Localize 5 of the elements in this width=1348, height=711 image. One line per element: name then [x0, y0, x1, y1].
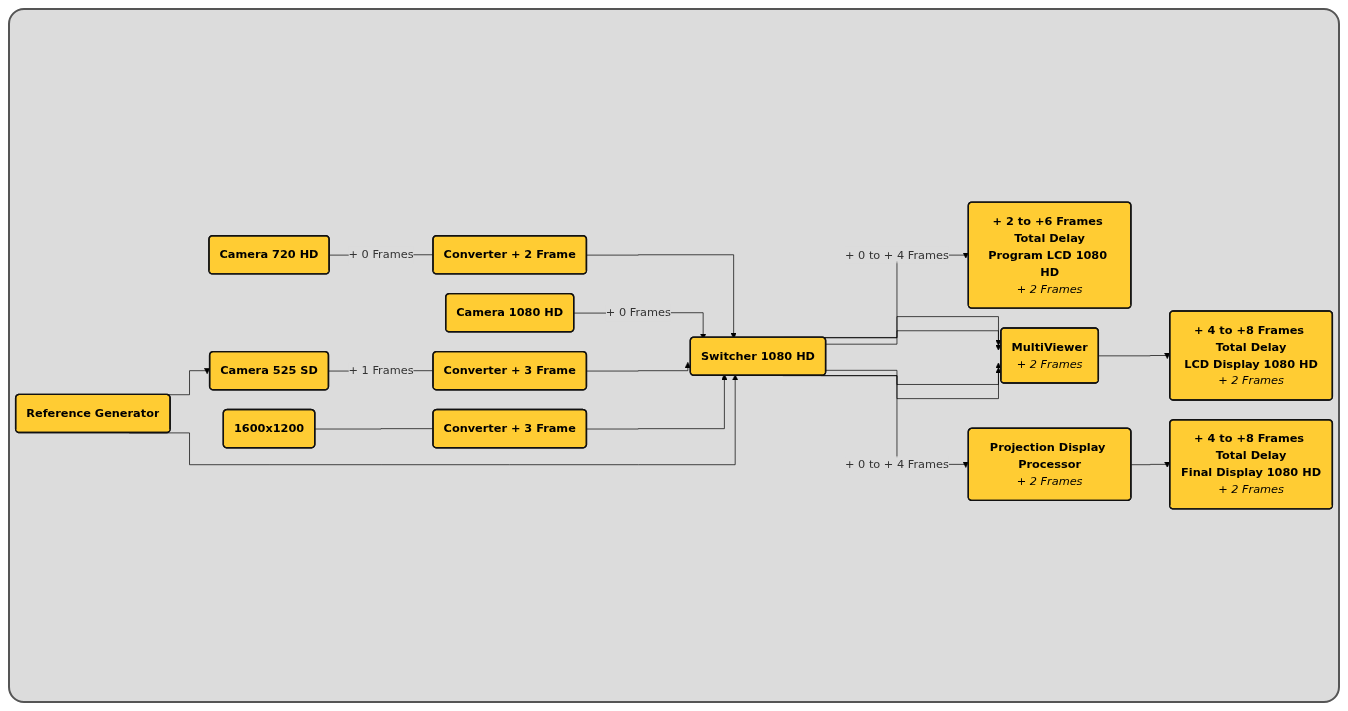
edge-label: + 0 Frames — [605, 305, 671, 320]
edge-label: + 0 Frames — [348, 247, 414, 262]
edge-label: + 1 Frames — [348, 363, 414, 378]
edge-label: + 0 to + 4 Frames — [845, 248, 949, 262]
edge-label: + 0 to + 4 Frames — [845, 457, 949, 471]
